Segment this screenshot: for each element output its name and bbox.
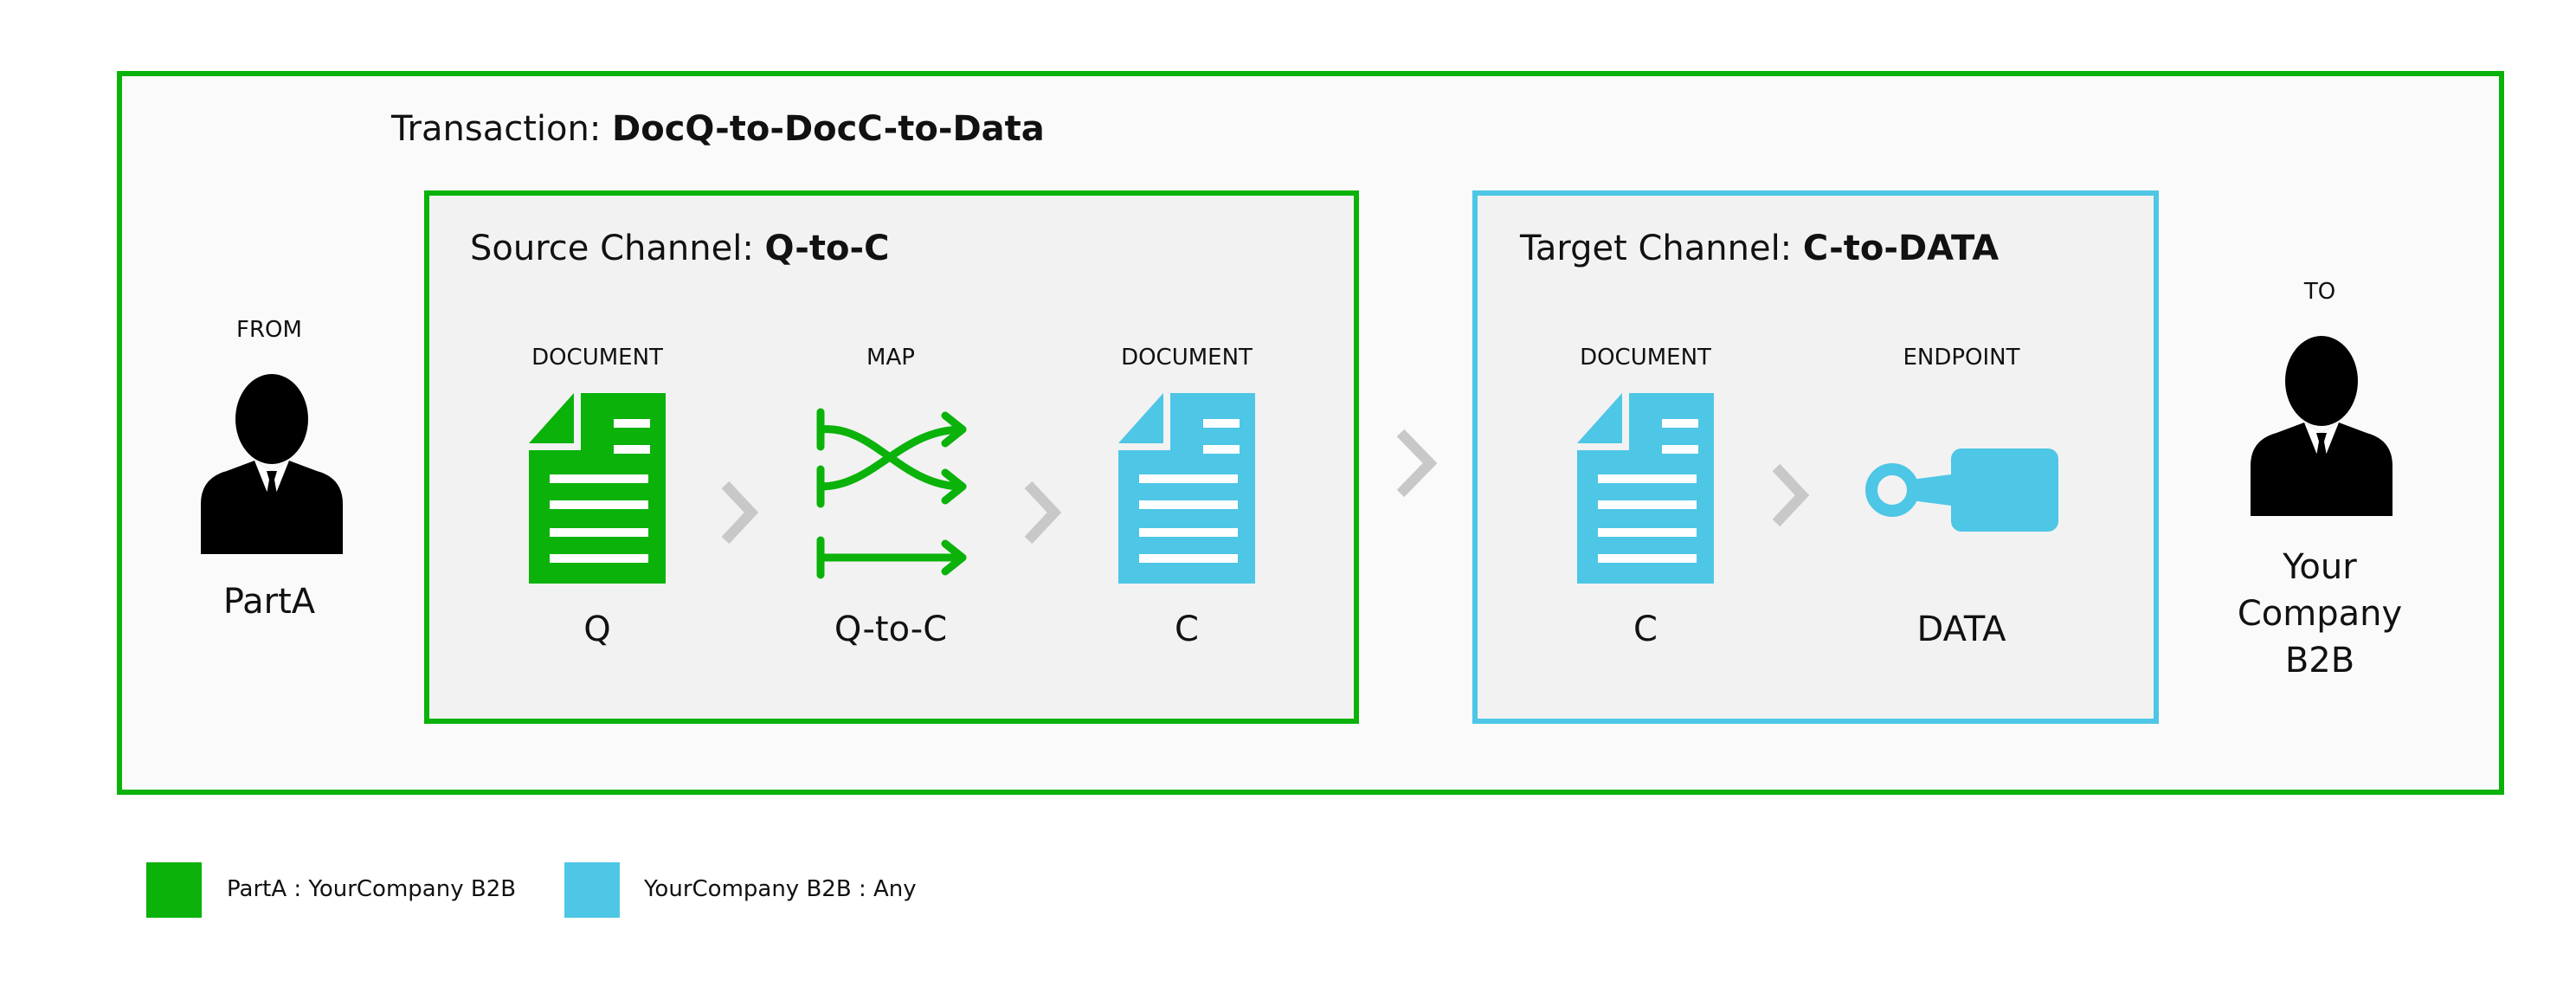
endpoint-icon <box>1865 448 2058 532</box>
person-icon <box>2251 336 2392 516</box>
from-caption: FROM <box>236 317 302 343</box>
chevron-right-icon <box>1024 481 1062 545</box>
chevron-right-icon <box>721 481 759 545</box>
source-doc-c-label: C <box>1175 610 1199 649</box>
to-party-name-line: Company <box>2237 594 2403 634</box>
source-channel-name: Q-to-C <box>764 229 890 268</box>
transaction-title: Transaction: DocQ-to-DocC-to-Data <box>391 109 1045 149</box>
target-doc-c-caption: DOCUMENT <box>1580 345 1711 371</box>
person-icon <box>201 374 343 554</box>
legend-label: YourCompany B2B : Any <box>644 876 917 902</box>
target-channel-prefix: Target Channel: <box>1520 229 1803 268</box>
source-channel-title: Source Channel: Q-to-C <box>470 229 889 268</box>
endpoint-label: DATA <box>1916 610 2006 649</box>
source-doc-q-caption: DOCUMENT <box>531 345 663 371</box>
legend-label: PartA : YourCompany B2B <box>227 876 517 902</box>
to-party-name-line: B2B <box>2284 641 2355 681</box>
to-caption: TO <box>2303 279 2336 305</box>
chevron-right-icon <box>1772 463 1810 527</box>
to-party-name-line: Your <box>2283 547 2357 587</box>
target-channel-name: C-to-DATA <box>1802 229 2000 268</box>
chevron-right-icon <box>1396 429 1438 498</box>
to-party-name: Your Company B2B <box>2238 544 2402 684</box>
document-icon <box>1118 393 1255 584</box>
transaction-title-prefix: Transaction: <box>391 109 613 149</box>
target-doc-c-label: C <box>1633 610 1658 649</box>
source-channel-prefix: Source Channel: <box>470 229 765 268</box>
target-channel-title: Target Channel: C-to-DATA <box>1520 229 1999 268</box>
map-label: Q-to-C <box>834 610 948 649</box>
map-caption: MAP <box>866 345 915 371</box>
transaction-name: DocQ-to-DocC-to-Data <box>612 109 1045 149</box>
endpoint-caption: ENDPOINT <box>1903 345 2020 371</box>
document-icon <box>529 393 666 584</box>
from-party-name: PartA <box>222 582 316 622</box>
legend-swatch-blue <box>564 862 620 918</box>
source-doc-c-caption: DOCUMENT <box>1121 345 1253 371</box>
map-icon <box>816 408 967 579</box>
source-doc-q-label: Q <box>583 610 611 649</box>
legend-swatch-green <box>146 862 202 918</box>
document-icon <box>1577 393 1714 584</box>
